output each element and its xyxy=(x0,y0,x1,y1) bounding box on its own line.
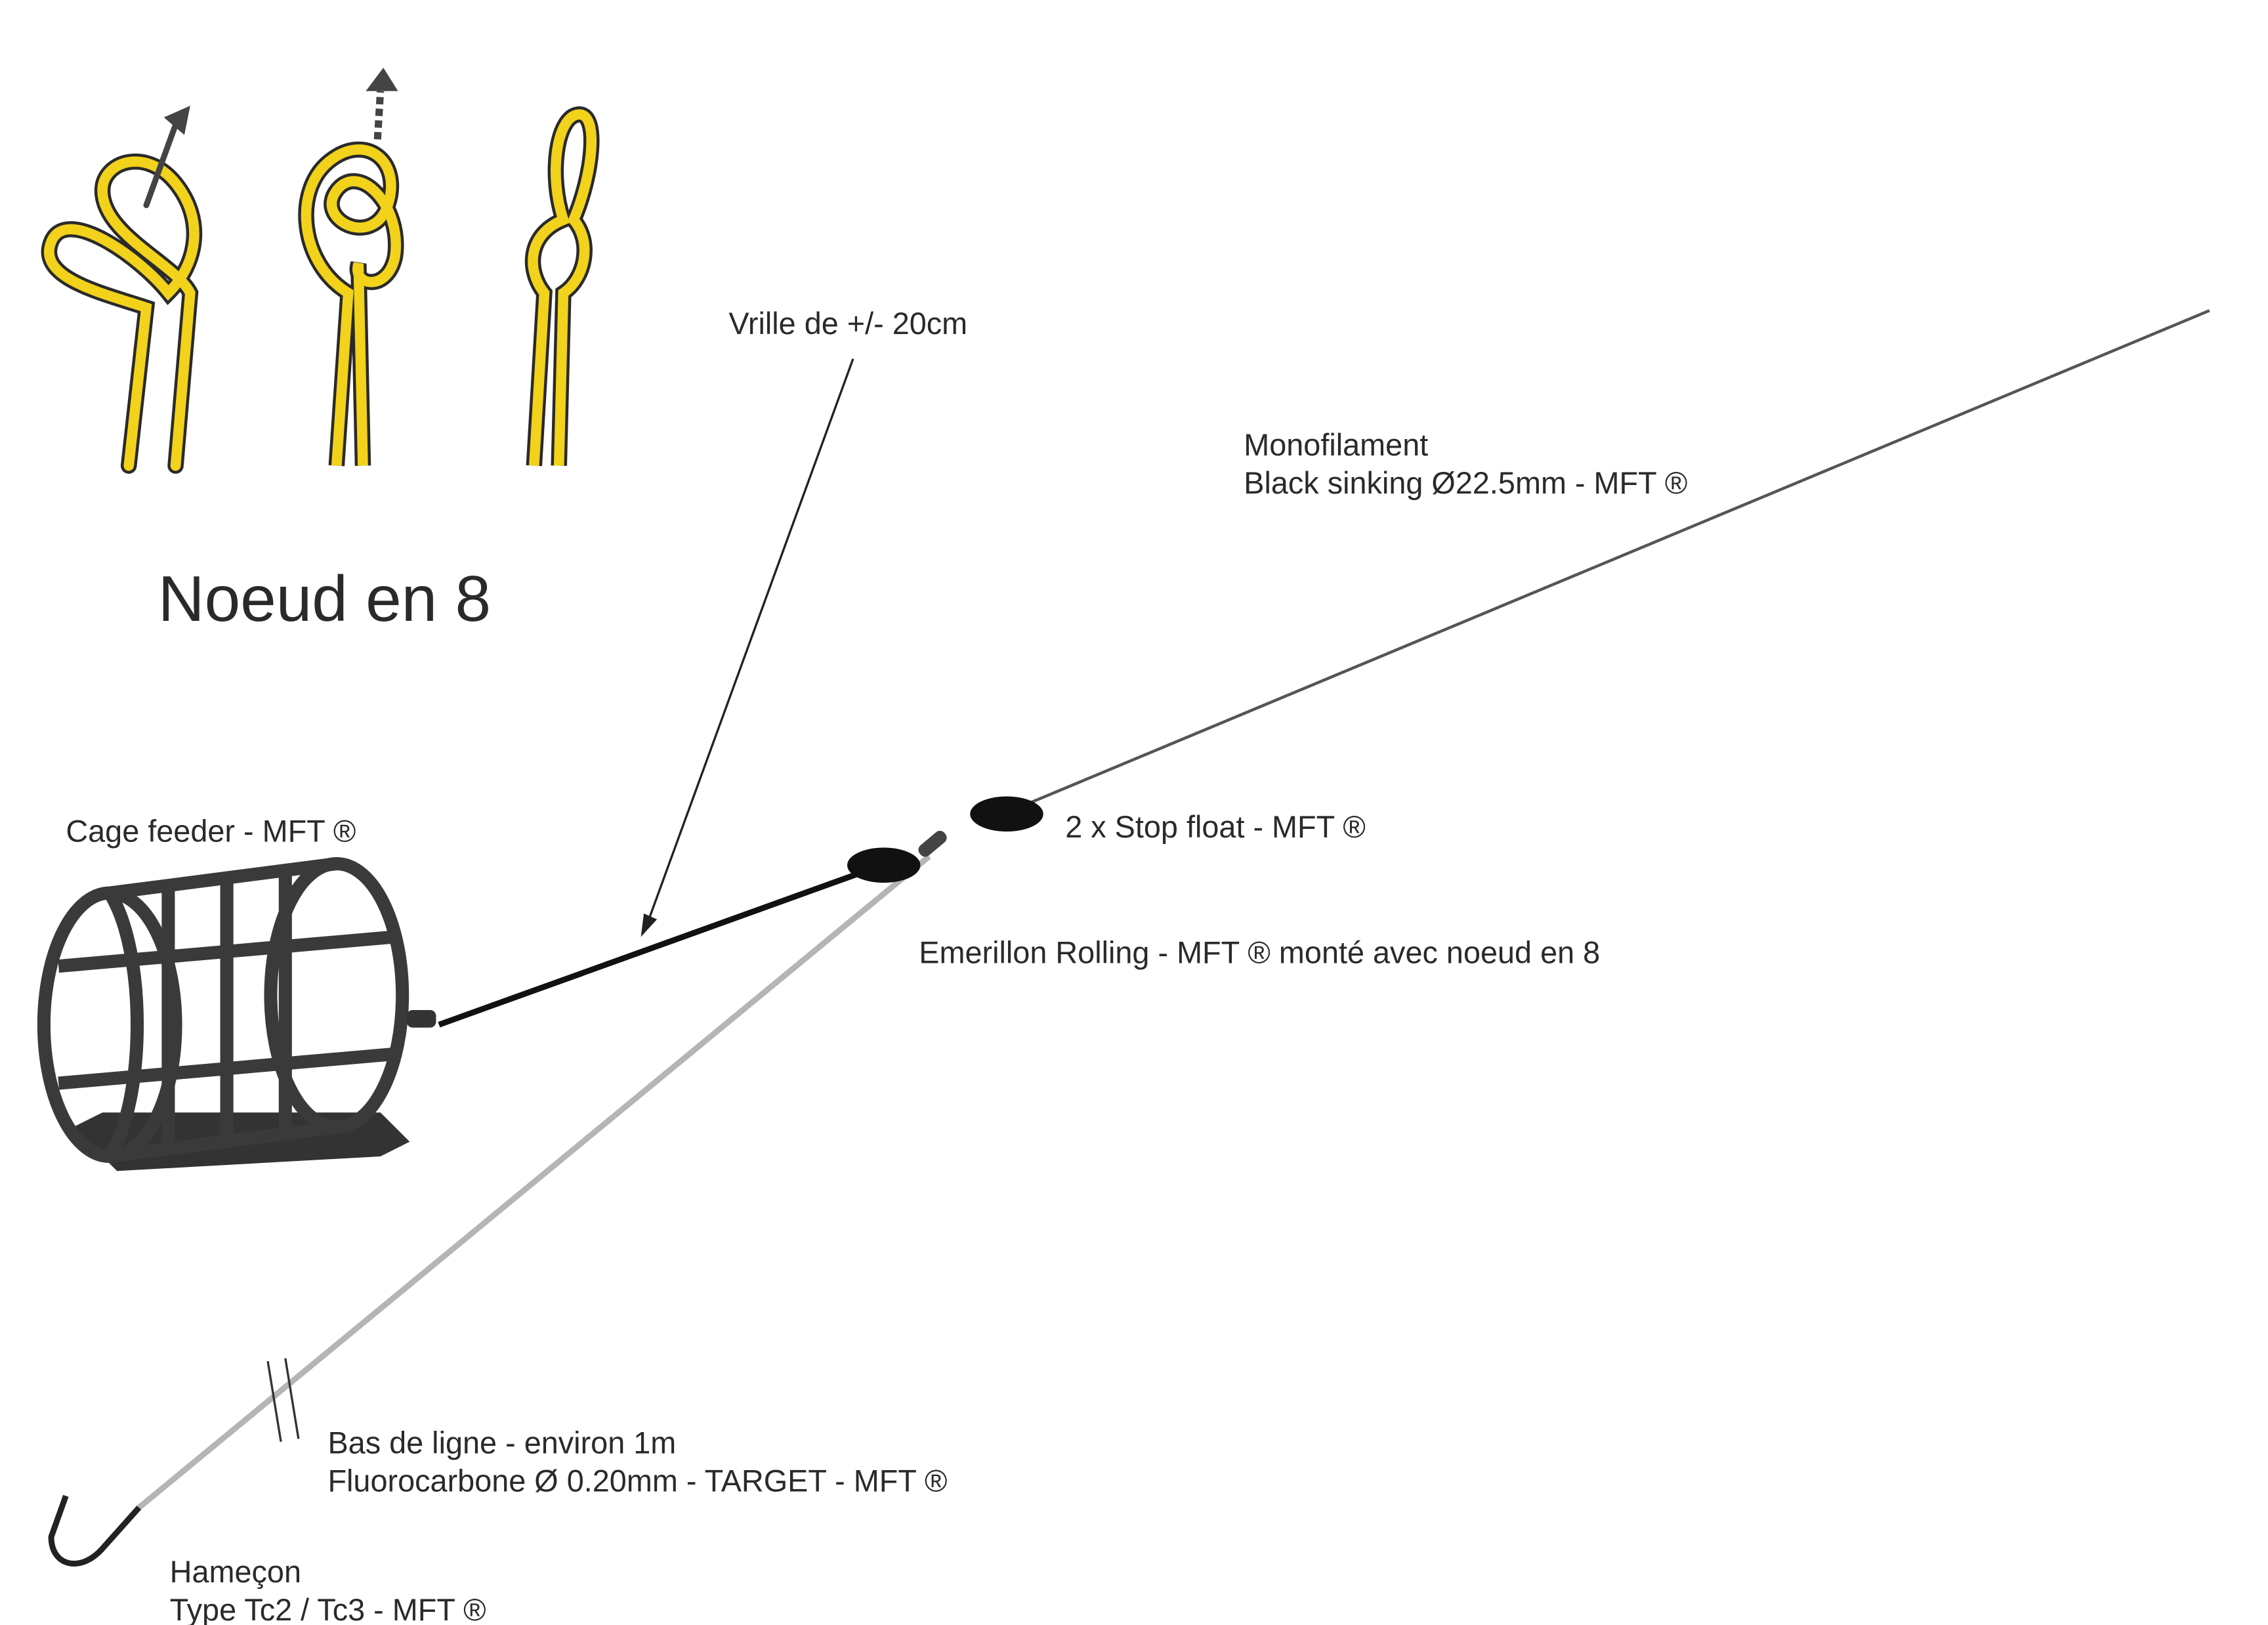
swivel-label: Emerillon Rolling - MFT ® monté avec noe… xyxy=(919,936,1600,970)
break-mark xyxy=(284,1358,300,1439)
stop-float-icon xyxy=(847,847,921,883)
vrille-label: Vrille de +/- 20cm xyxy=(728,306,967,341)
swivel-icon xyxy=(918,830,947,857)
stop-float-label: 2 x Stop float - MFT ® xyxy=(1065,810,1366,844)
stop-float-icon xyxy=(970,796,1043,832)
fluorocarbon-leader-line xyxy=(136,854,931,1510)
hook-spec-label: Type Tc2 / Tc3 - MFT ® xyxy=(170,1593,486,1625)
cage-feeder-illustration xyxy=(37,857,436,1171)
monofilament-label: Monofilament xyxy=(1244,428,1428,462)
leader-label: Bas de ligne - environ 1m xyxy=(327,1426,676,1460)
knot-step-2-illustration xyxy=(298,68,404,467)
monofilament-line xyxy=(1023,309,2210,807)
monofilament-spec-label: Black sinking Ø22.5mm - MFT ® xyxy=(1244,466,1687,500)
vrille-pointer-arrow xyxy=(645,358,854,926)
hook-icon xyxy=(48,1494,142,1567)
knot-title: Noeud en 8 xyxy=(158,562,491,635)
leader-spec-label: Fluorocarbone Ø 0.20mm - TARGET - MFT ® xyxy=(327,1464,947,1498)
knot-step-1-illustration xyxy=(41,106,203,474)
hook-label: Hameçon xyxy=(170,1555,301,1589)
knot-step-3-illustration xyxy=(524,106,600,467)
cage-feeder-label: Cage feeder - MFT ® xyxy=(66,814,356,849)
break-mark xyxy=(266,1361,282,1443)
arrowhead-icon xyxy=(640,913,658,937)
twisted-link-line xyxy=(438,864,879,1028)
